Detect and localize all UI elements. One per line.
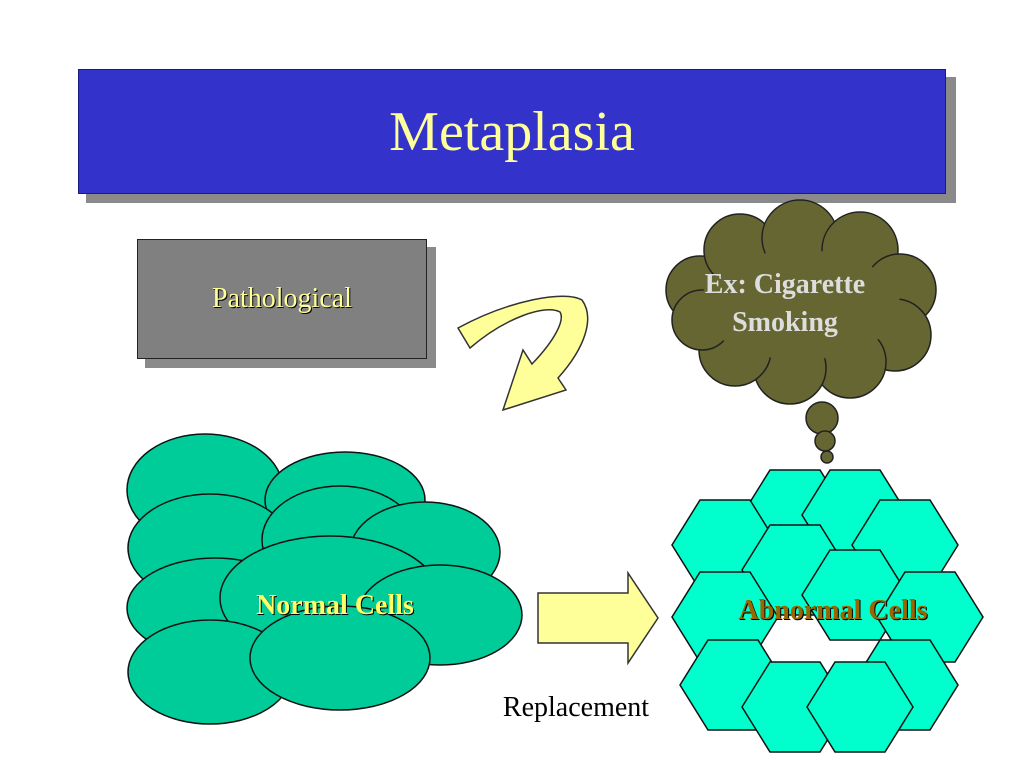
replacement-arrow [537,570,659,666]
cloud-label: Ex: Cigarette Smoking [704,269,866,338]
pathological-box: Pathological [137,239,427,359]
abnormal-cells-label: Abnormal Cells [738,595,928,626]
title-banner: Metaplasia [78,69,946,194]
curved-arrow [456,295,589,412]
abnormal-cells-cluster [671,469,984,753]
replacement-label: Replacement [502,692,650,723]
thought-cloud [665,199,937,464]
pathological-label: Pathological [212,283,352,314]
normal-cells-cluster [126,433,523,725]
normal-cells-label: Normal Cells [256,590,414,621]
slide-title: Metaplasia [389,100,635,163]
